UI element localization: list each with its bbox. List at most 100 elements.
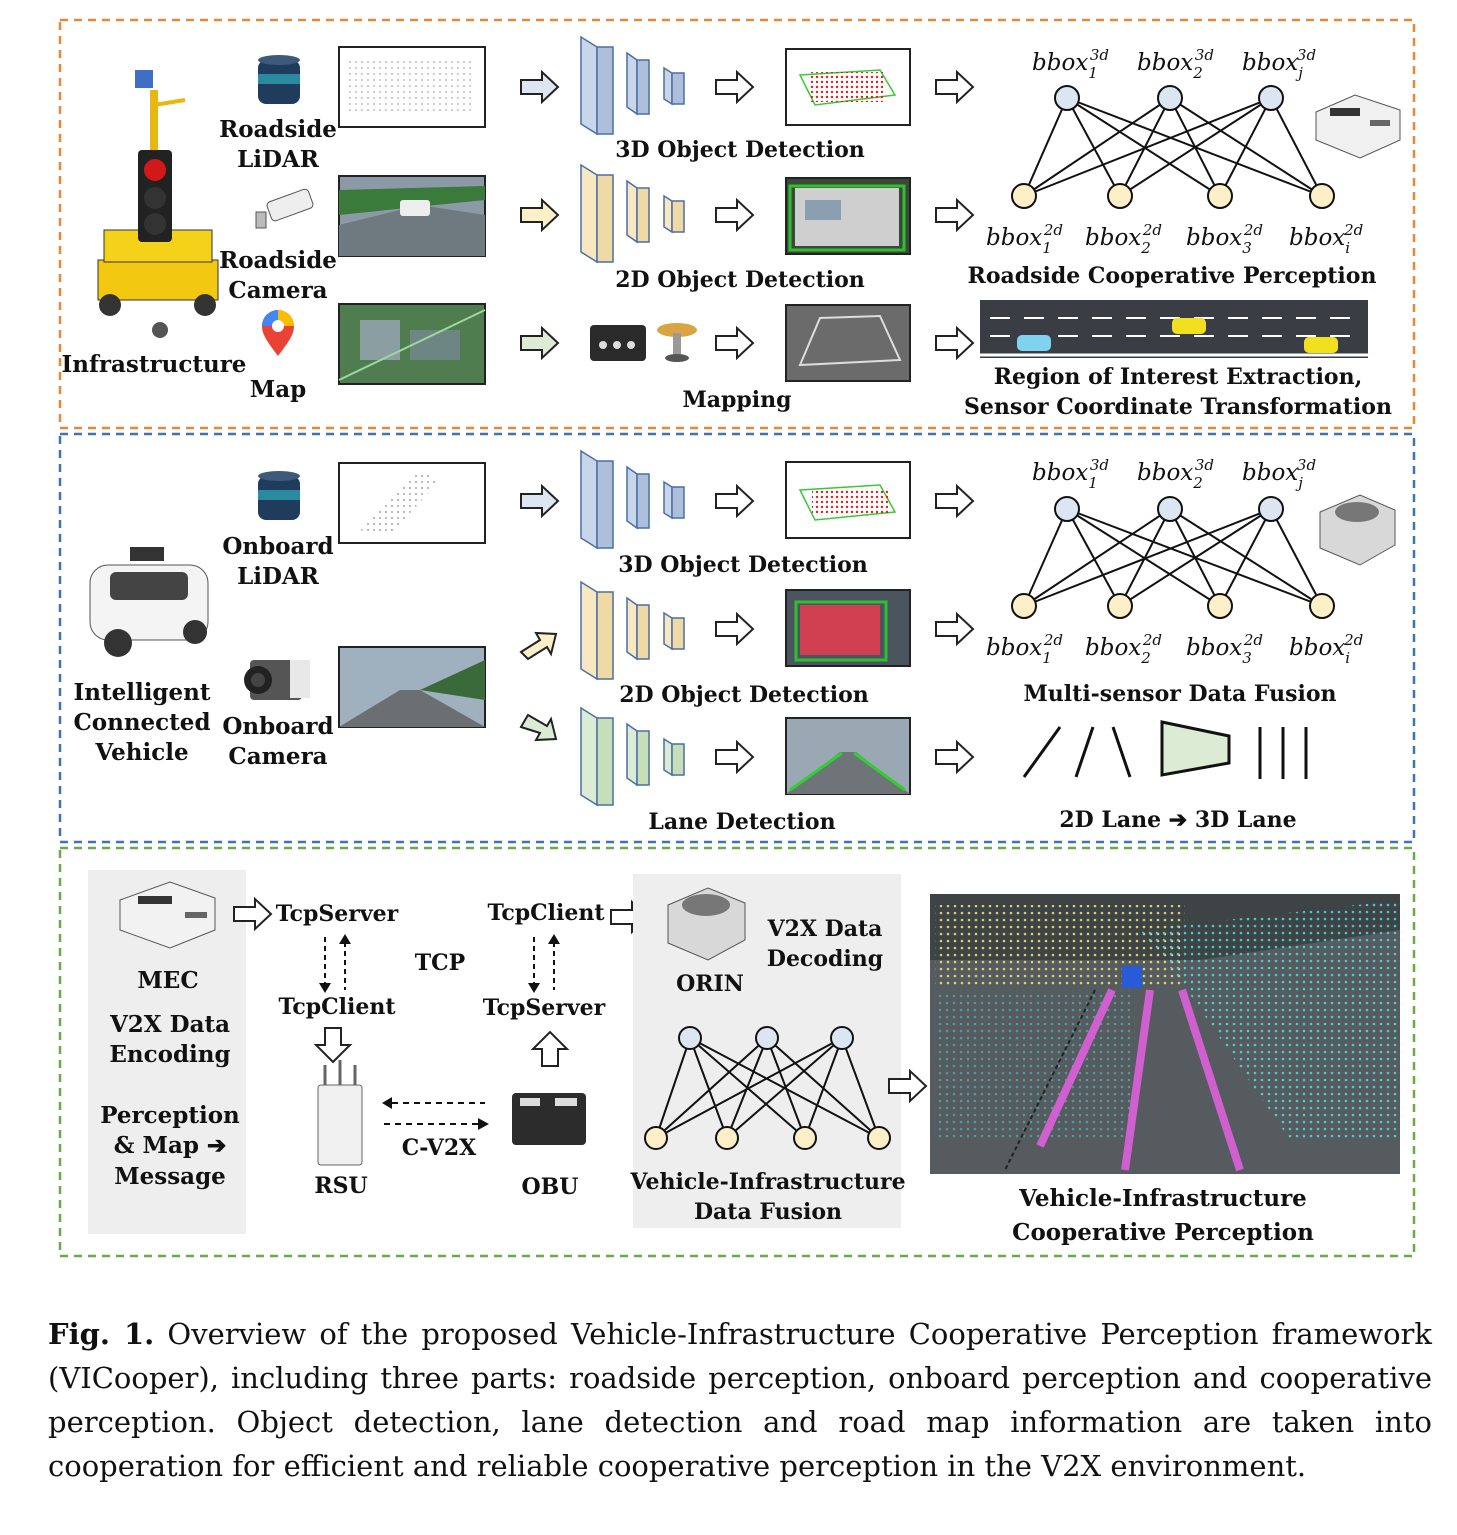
onboard-fusion-graph — [1023, 508, 1323, 607]
arrowhead — [339, 934, 351, 944]
graph-node-3d — [1258, 85, 1284, 111]
graph-node-2d — [1309, 593, 1335, 619]
mec-device-icon — [1315, 94, 1401, 159]
mec-device-icon — [119, 881, 216, 949]
vehicle-label-line2: Connected — [73, 709, 210, 736]
graph-node-2d — [1309, 183, 1335, 209]
bbox2d-label: bbox22d — [1085, 221, 1162, 257]
map-pin-icon — [262, 310, 294, 356]
roadside-camera-label-line2: Camera — [228, 277, 327, 304]
down-arrow — [313, 1027, 353, 1064]
flow-arrow — [935, 69, 975, 105]
tcp-client-left: TcpClient — [278, 994, 396, 1020]
cnn-lane-detection-icon — [580, 706, 685, 807]
roadside-camera-label-line1: Roadside — [219, 247, 337, 274]
vicooper-framework-diagram: Infrastructure Roadside LiDAR Roadside C… — [58, 18, 1416, 1258]
map-label: Map — [250, 376, 306, 403]
tcp-server-right: TcpServer — [483, 995, 606, 1021]
connected-vehicle-image — [89, 547, 209, 657]
flow-arrow — [715, 325, 755, 361]
flow-arrow — [715, 69, 755, 105]
bbox2d-label: bbox12d — [986, 631, 1063, 667]
tcp-dashed-arrows-left — [324, 937, 346, 990]
graph-node-2d — [644, 1126, 668, 1150]
flow-arrow — [520, 69, 560, 105]
graph-node-3d — [830, 1026, 854, 1050]
cooperative-perception-result-image — [930, 894, 1400, 1174]
onboard-camera-image — [338, 646, 486, 728]
bbox3d-label: bbox13d — [1032, 46, 1109, 82]
tcp-dashed-arrows-right — [533, 937, 555, 990]
task-label-3d-detection: 3D Object Detection — [618, 552, 868, 578]
flow-arrow — [935, 739, 975, 775]
task-label-3d-detection: 3D Object Detection — [615, 137, 865, 163]
bbox2d-label: bboxi2d — [1289, 221, 1363, 257]
bbox3d-label: bbox13d — [1032, 456, 1109, 492]
graph-node-3d — [678, 1026, 702, 1050]
orin-device-icon — [1319, 494, 1396, 566]
roadside-2d-detection-result-image — [785, 177, 911, 255]
roi-road-image — [980, 300, 1368, 358]
vehicle-label-line1: Intelligent — [73, 679, 210, 706]
flow-arrow — [935, 483, 975, 519]
flow-arrow — [520, 325, 560, 361]
graph-node-3d — [1258, 496, 1284, 522]
flow-arrow — [520, 197, 560, 233]
bbox3d-label: bbox23d — [1137, 46, 1214, 82]
mec-message-line3: Message — [114, 1163, 226, 1190]
onboard-lidar-icon — [258, 471, 300, 520]
obu-label: OBU — [522, 1174, 579, 1200]
roadside-lidar-pointcloud-image — [338, 46, 486, 128]
tcp-label: TCP — [415, 950, 465, 976]
flow-arrow — [233, 896, 273, 932]
task-label-lane-detection: Lane Detection — [648, 809, 835, 835]
bbox3d-label: bbox23d — [1137, 456, 1214, 492]
roadside-lidar-icon — [258, 55, 300, 104]
flow-arrow — [519, 713, 558, 742]
mec-label: MEC — [137, 967, 198, 994]
figure-label: Fig. 1. — [48, 1317, 155, 1351]
onboard-camera-label-line1: Onboard — [222, 713, 333, 740]
mapping-device-icon — [590, 323, 697, 362]
task-label-mapping: Mapping — [682, 387, 791, 413]
graph-node-2d — [1011, 183, 1037, 209]
graph-node-2d — [1011, 593, 1037, 619]
decoding-line1: V2X Data — [767, 916, 883, 942]
mapping-result-image — [785, 304, 911, 382]
onboard-camera-label-line2: Camera — [228, 743, 327, 770]
orin-label: ORIN — [676, 971, 744, 997]
graph-node-3d — [1157, 496, 1183, 522]
flow-arrow — [715, 611, 755, 647]
arrowhead — [528, 983, 540, 993]
vehicle-label-line3: Vehicle — [94, 739, 188, 766]
cv2x-dashed-arrows — [384, 1102, 485, 1125]
graph-node-2d — [1107, 593, 1133, 619]
rsu-device-icon — [317, 1060, 363, 1166]
graph-node-3d — [1157, 85, 1183, 111]
bbox2d-label: bbox32d — [1186, 631, 1263, 667]
result-label-line1: Vehicle-Infrastructure — [1018, 1185, 1307, 1212]
up-arrow — [530, 1030, 570, 1067]
onboard-fusion-label: Multi-sensor Data Fusion — [1023, 681, 1336, 707]
graph-node-3d — [1054, 85, 1080, 111]
infrastructure-image — [97, 70, 219, 338]
vi-fusion-graph — [655, 1037, 880, 1139]
obu-device-icon — [512, 1093, 586, 1145]
lane-lines-icon — [1022, 720, 1308, 779]
onboard-lidar-label-line1: Onboard — [222, 533, 333, 560]
bbox3d-label: bboxj3d — [1242, 46, 1316, 82]
vi-fusion-line1: Vehicle-Infrastructure — [629, 1169, 905, 1195]
graph-node-2d — [715, 1126, 739, 1150]
mec-message-line1: Perception — [100, 1102, 240, 1129]
roadside-lidar-label-line1: Roadside — [219, 116, 337, 143]
onboard-lidar-label-line2: LiDAR — [237, 563, 320, 590]
bbox3d-label: bboxj3d — [1242, 456, 1316, 492]
flow-arrow — [715, 739, 755, 775]
bbox2d-label: bbox12d — [986, 221, 1063, 257]
graph-node-3d — [755, 1026, 779, 1050]
graph-node-2d — [1207, 593, 1233, 619]
tcp-client-right: TcpClient — [487, 900, 605, 926]
rsu-label: RSU — [314, 1173, 367, 1199]
result-label-line2: Cooperative Perception — [1012, 1219, 1314, 1246]
arrowhead — [548, 934, 560, 944]
